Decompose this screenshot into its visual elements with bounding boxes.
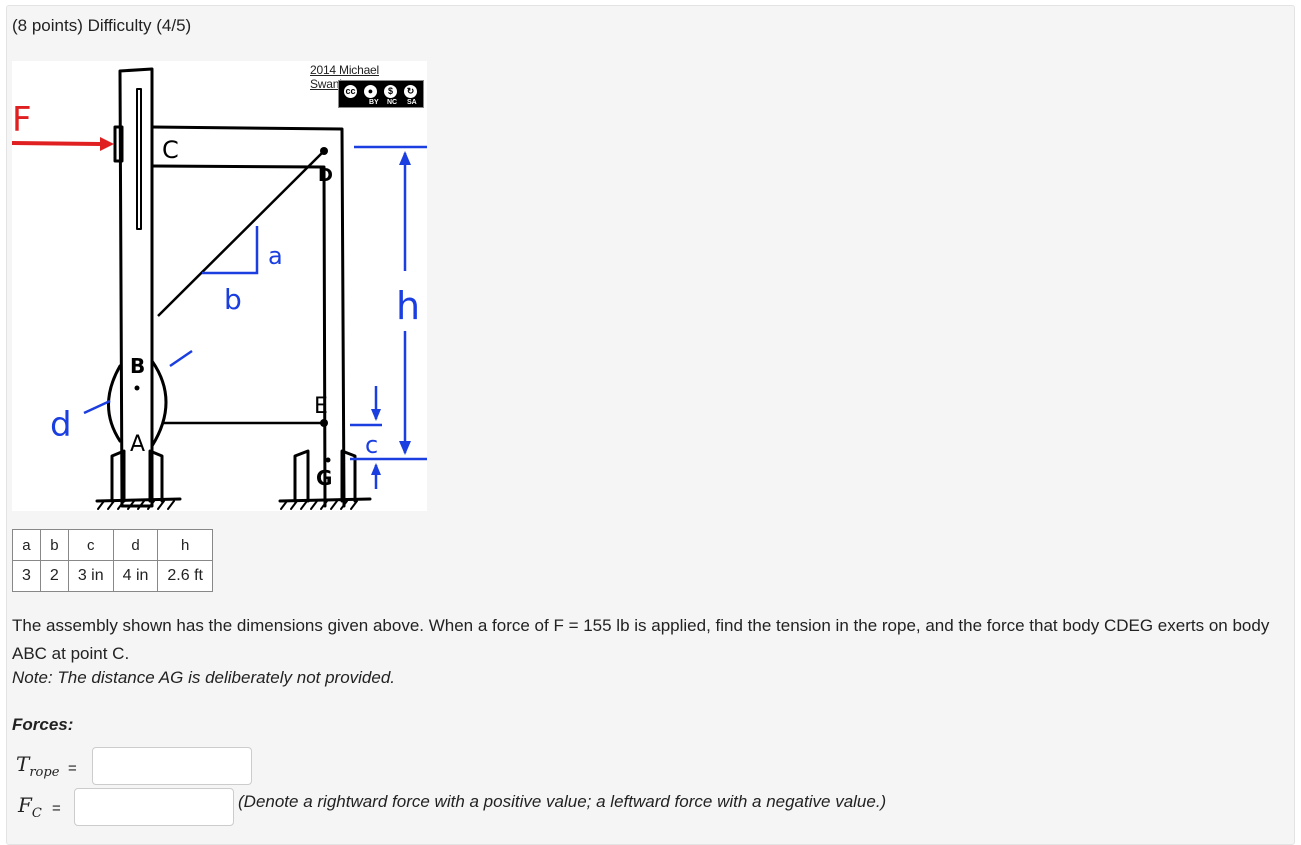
force-pad bbox=[113, 125, 124, 163]
ground-g-hatch bbox=[280, 500, 358, 510]
rope-db bbox=[157, 150, 325, 317]
f-c-equals: = bbox=[52, 800, 61, 817]
f-c-label: FC bbox=[18, 793, 42, 821]
support-g-right bbox=[340, 449, 357, 503]
t-rope-input[interactable] bbox=[92, 747, 252, 785]
pulley-pointer bbox=[169, 349, 193, 368]
f-c-subscript: C bbox=[31, 806, 42, 821]
support-a-left bbox=[110, 449, 126, 503]
t-rope-equals: = bbox=[68, 760, 77, 777]
forces-heading: Forces: bbox=[12, 715, 74, 734]
label-e-point: E bbox=[314, 394, 328, 419]
body-cdeg-outer bbox=[150, 125, 346, 508]
point-d bbox=[320, 147, 328, 155]
sign-convention-hint: (Denote a rightward force with a positiv… bbox=[238, 792, 887, 811]
pulley-left bbox=[107, 364, 122, 443]
cc-license-badge[interactable]: cc ● $ ↻ BY NC SA bbox=[338, 80, 424, 108]
f-c-symbol: F bbox=[18, 793, 32, 817]
label-b-point: B bbox=[130, 354, 145, 378]
table-header-cell: c bbox=[67, 529, 114, 561]
dimensions-table: a b c d h 3 2 3 in 4 in 2.6 ft bbox=[12, 529, 213, 592]
table-cell: 3 bbox=[12, 560, 41, 592]
label-a-point: A bbox=[130, 432, 145, 457]
by-icon: ● bbox=[362, 83, 379, 100]
assembly-diagram: F C D a b h B d A E c G bbox=[11, 67, 430, 510]
ground-a bbox=[95, 497, 182, 503]
label-a: a bbox=[268, 242, 283, 270]
ground-a-hatch bbox=[97, 500, 175, 510]
assembly-figure: F C D a b h B d A E c G 2014 Michael Swa… bbox=[11, 61, 430, 511]
license-nc-label: NC bbox=[387, 99, 398, 106]
table-cell: 2 bbox=[39, 560, 69, 592]
body-cdeg-inner bbox=[150, 164, 327, 508]
table-header-cell: d bbox=[112, 529, 159, 561]
label-c: C bbox=[162, 136, 179, 164]
label-g-point: G bbox=[316, 466, 332, 490]
table-cell: 2.6 ft bbox=[157, 560, 213, 592]
d-dim-arrow bbox=[83, 399, 111, 415]
force-arrow-shaft bbox=[11, 141, 101, 146]
table-header-cell: h bbox=[157, 529, 213, 561]
c-arrow-down bbox=[371, 409, 381, 421]
label-d-dim: d bbox=[50, 405, 72, 445]
nc-icon: $ bbox=[382, 83, 399, 100]
support-a-right bbox=[148, 449, 164, 503]
body-abc-slot bbox=[136, 88, 142, 230]
c-arrow-up bbox=[371, 463, 381, 475]
f-c-input[interactable] bbox=[74, 788, 234, 826]
t-rope-subscript: rope bbox=[29, 765, 60, 780]
license-sa-label: SA bbox=[407, 99, 417, 106]
table-header-cell: a bbox=[12, 529, 41, 561]
license-by-label: BY bbox=[369, 99, 379, 106]
point-b bbox=[134, 385, 140, 391]
cc-icon: cc bbox=[342, 83, 359, 100]
problem-statement: The assembly shown has the dimensions gi… bbox=[12, 616, 1270, 663]
force-arrow-head bbox=[100, 137, 114, 151]
point-g bbox=[325, 457, 331, 463]
table-cell: 4 in bbox=[112, 560, 159, 592]
label-f: F bbox=[12, 100, 32, 140]
h-arrow-down bbox=[399, 441, 411, 455]
sa-icon: ↻ bbox=[402, 83, 419, 100]
support-g-left bbox=[293, 449, 310, 503]
label-h: h bbox=[396, 284, 420, 328]
t-rope-symbol: T bbox=[16, 752, 30, 776]
label-c-dim: c bbox=[365, 431, 378, 459]
label-b: b bbox=[224, 283, 242, 316]
label-d: D bbox=[318, 165, 333, 186]
ground-g bbox=[278, 497, 372, 503]
body-abc bbox=[118, 67, 154, 508]
question-header: (8 points) Difficulty (4/5) bbox=[12, 16, 192, 35]
table-cell: 3 in bbox=[67, 560, 114, 592]
problem-note: Note: The distance AG is deliberately no… bbox=[12, 668, 396, 687]
table-header-cell: b bbox=[39, 529, 69, 561]
h-arrow-up bbox=[399, 151, 411, 165]
table-row: 3 2 3 in 4 in 2.6 ft bbox=[12, 560, 213, 592]
t-rope-label: Trope bbox=[16, 752, 59, 780]
point-e bbox=[320, 419, 328, 427]
pulley-right bbox=[150, 359, 168, 448]
table-header-row: a b c d h bbox=[12, 529, 213, 561]
slope-triangle bbox=[202, 226, 259, 275]
